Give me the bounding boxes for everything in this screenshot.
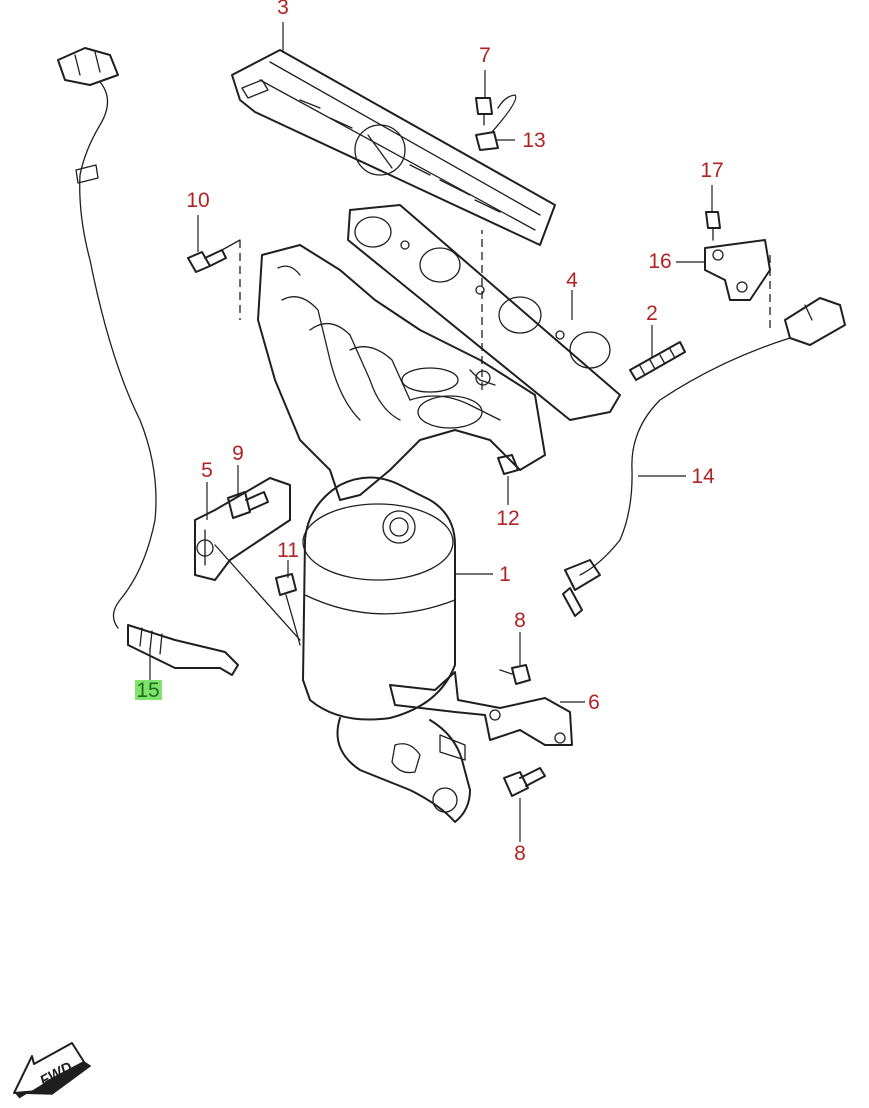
- part-bolt-9[interactable]: [227, 491, 269, 519]
- part-nut-11[interactable]: [275, 573, 301, 646]
- callout-13[interactable]: 13: [522, 129, 545, 152]
- callout-4[interactable]: 4: [566, 269, 578, 292]
- callout-16[interactable]: 16: [648, 250, 671, 273]
- part-bolt-8-lower[interactable]: [503, 767, 546, 797]
- callout-10[interactable]: 10: [186, 189, 209, 212]
- part-bolt-8-upper[interactable]: [499, 664, 531, 685]
- part-oxygen-sensor-rear[interactable]: [562, 297, 846, 617]
- part-oxygen-sensor-front[interactable]: [57, 47, 239, 676]
- part-bracket-left[interactable]: [194, 477, 301, 641]
- callout-15-highlight: [135, 680, 162, 700]
- part-manifold-gasket[interactable]: [347, 204, 621, 421]
- part-bolt-7[interactable]: [475, 97, 493, 126]
- fwd-arrow-icon: FWD: [13, 1042, 92, 1099]
- callout-9[interactable]: 9: [232, 442, 244, 465]
- callout-8-upper[interactable]: 8: [514, 609, 526, 632]
- callout-1[interactable]: 1: [499, 563, 511, 586]
- callout-2[interactable]: 2: [646, 302, 658, 325]
- callout-15[interactable]: 15: [136, 679, 159, 702]
- leader-lines: [149, 22, 713, 842]
- part-bolt-10[interactable]: [187, 239, 241, 273]
- part-catalytic-converter[interactable]: [302, 476, 471, 823]
- callout-3[interactable]: 3: [277, 0, 289, 19]
- callout-17[interactable]: 17: [700, 159, 723, 182]
- callout-5[interactable]: 5: [201, 459, 213, 482]
- part-bracket-6[interactable]: [389, 671, 573, 746]
- part-stud-2[interactable]: [629, 341, 686, 381]
- part-heat-shield[interactable]: [231, 49, 556, 246]
- callout-7[interactable]: 7: [479, 44, 491, 67]
- callout-6[interactable]: 6: [588, 691, 600, 714]
- callout-11[interactable]: 11: [277, 539, 299, 562]
- part-clip-13[interactable]: [475, 94, 517, 151]
- part-exhaust-manifold[interactable]: [239, 230, 546, 501]
- part-nut-12[interactable]: [497, 454, 519, 475]
- part-bracket-16[interactable]: [704, 239, 771, 330]
- callout-8-lower[interactable]: 8: [514, 842, 526, 865]
- callouts: 3 7 13 10 17 16 4 2 9 5 14 12 11 1 8 6 8…: [135, 0, 724, 865]
- part-bolt-17[interactable]: [705, 211, 721, 241]
- callout-12[interactable]: 12: [496, 507, 519, 530]
- callout-14[interactable]: 14: [691, 465, 715, 488]
